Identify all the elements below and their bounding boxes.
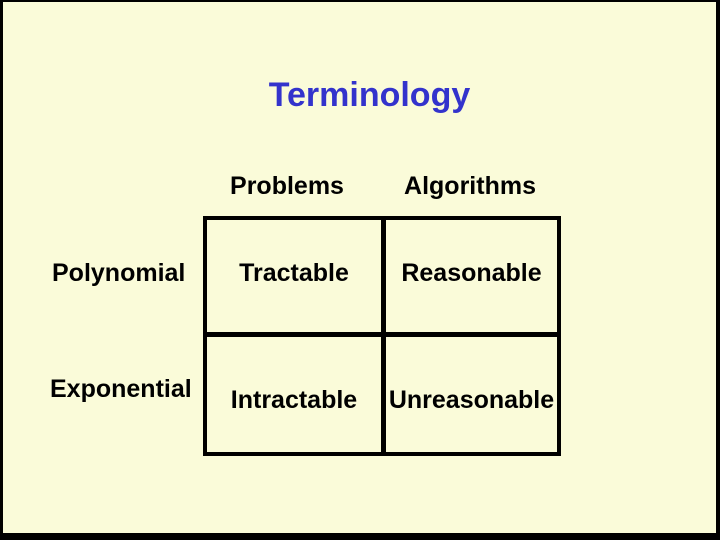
- cell-intractable: Intractable: [207, 337, 381, 452]
- column-header-problems: Problems: [230, 172, 344, 200]
- slide-background: Terminology Problems Algorithms Polynomi…: [3, 2, 716, 533]
- cell-unreasonable: Unreasonable: [386, 337, 557, 452]
- cell-reasonable: Reasonable: [386, 220, 557, 332]
- terminology-matrix: Tractable Reasonable Intractable Unreaso…: [203, 216, 561, 456]
- row-header-polynomial: Polynomial: [52, 259, 186, 287]
- column-header-algorithms: Algorithms: [404, 172, 536, 200]
- cell-tractable: Tractable: [207, 220, 381, 332]
- row-header-exponential: Exponential: [50, 375, 192, 403]
- slide-title: Terminology: [268, 76, 471, 114]
